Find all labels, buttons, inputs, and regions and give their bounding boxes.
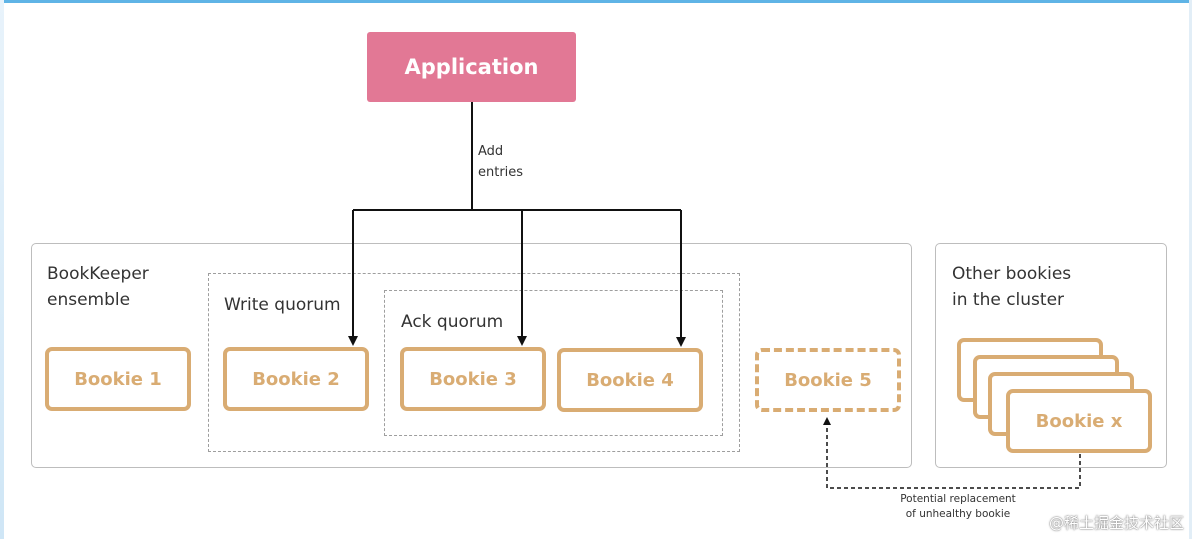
ack-quorum-box (384, 290, 723, 436)
replacement-note-line1: Potential replacement (900, 493, 1016, 505)
write-quorum-label: Write quorum (224, 295, 341, 315)
add-entries-line1: Add (478, 144, 504, 159)
application-label: Application (404, 55, 539, 79)
cluster-label-line1: Other bookies (952, 264, 1072, 284)
bookie-2: Bookie 2 (223, 347, 369, 411)
window-left-border (0, 0, 4, 539)
bookie-x: Bookie x (1006, 389, 1152, 453)
bookie-3: Bookie 3 (400, 347, 546, 411)
add-entries-label: Add entries (478, 141, 523, 183)
bookie-1: Bookie 1 (45, 347, 191, 411)
replacement-note-line2: of unhealthy bookie (905, 508, 1011, 520)
ack-quorum-label: Ack quorum (401, 312, 504, 332)
window-right-border (1189, 0, 1192, 539)
window-top-border (0, 0, 1192, 3)
ensemble-label: BookKeeper ensemble (47, 261, 149, 313)
bookie-4: Bookie 4 (557, 348, 703, 412)
bookie-5: Bookie 5 (755, 348, 901, 412)
watermark: @稀土掘金技术社区 (1048, 514, 1184, 532)
application-node: Application (367, 32, 576, 102)
replacement-note: Potential replacement of unhealthy booki… (878, 492, 1038, 522)
write-quorum-box (208, 273, 740, 452)
add-entries-line2: entries (478, 165, 524, 180)
cluster-label: Other bookies in the cluster (952, 261, 1071, 313)
ensemble-label-line2: ensemble (47, 290, 131, 310)
cluster-label-line2: in the cluster (952, 290, 1065, 310)
ensemble-label-line1: BookKeeper (47, 264, 149, 284)
